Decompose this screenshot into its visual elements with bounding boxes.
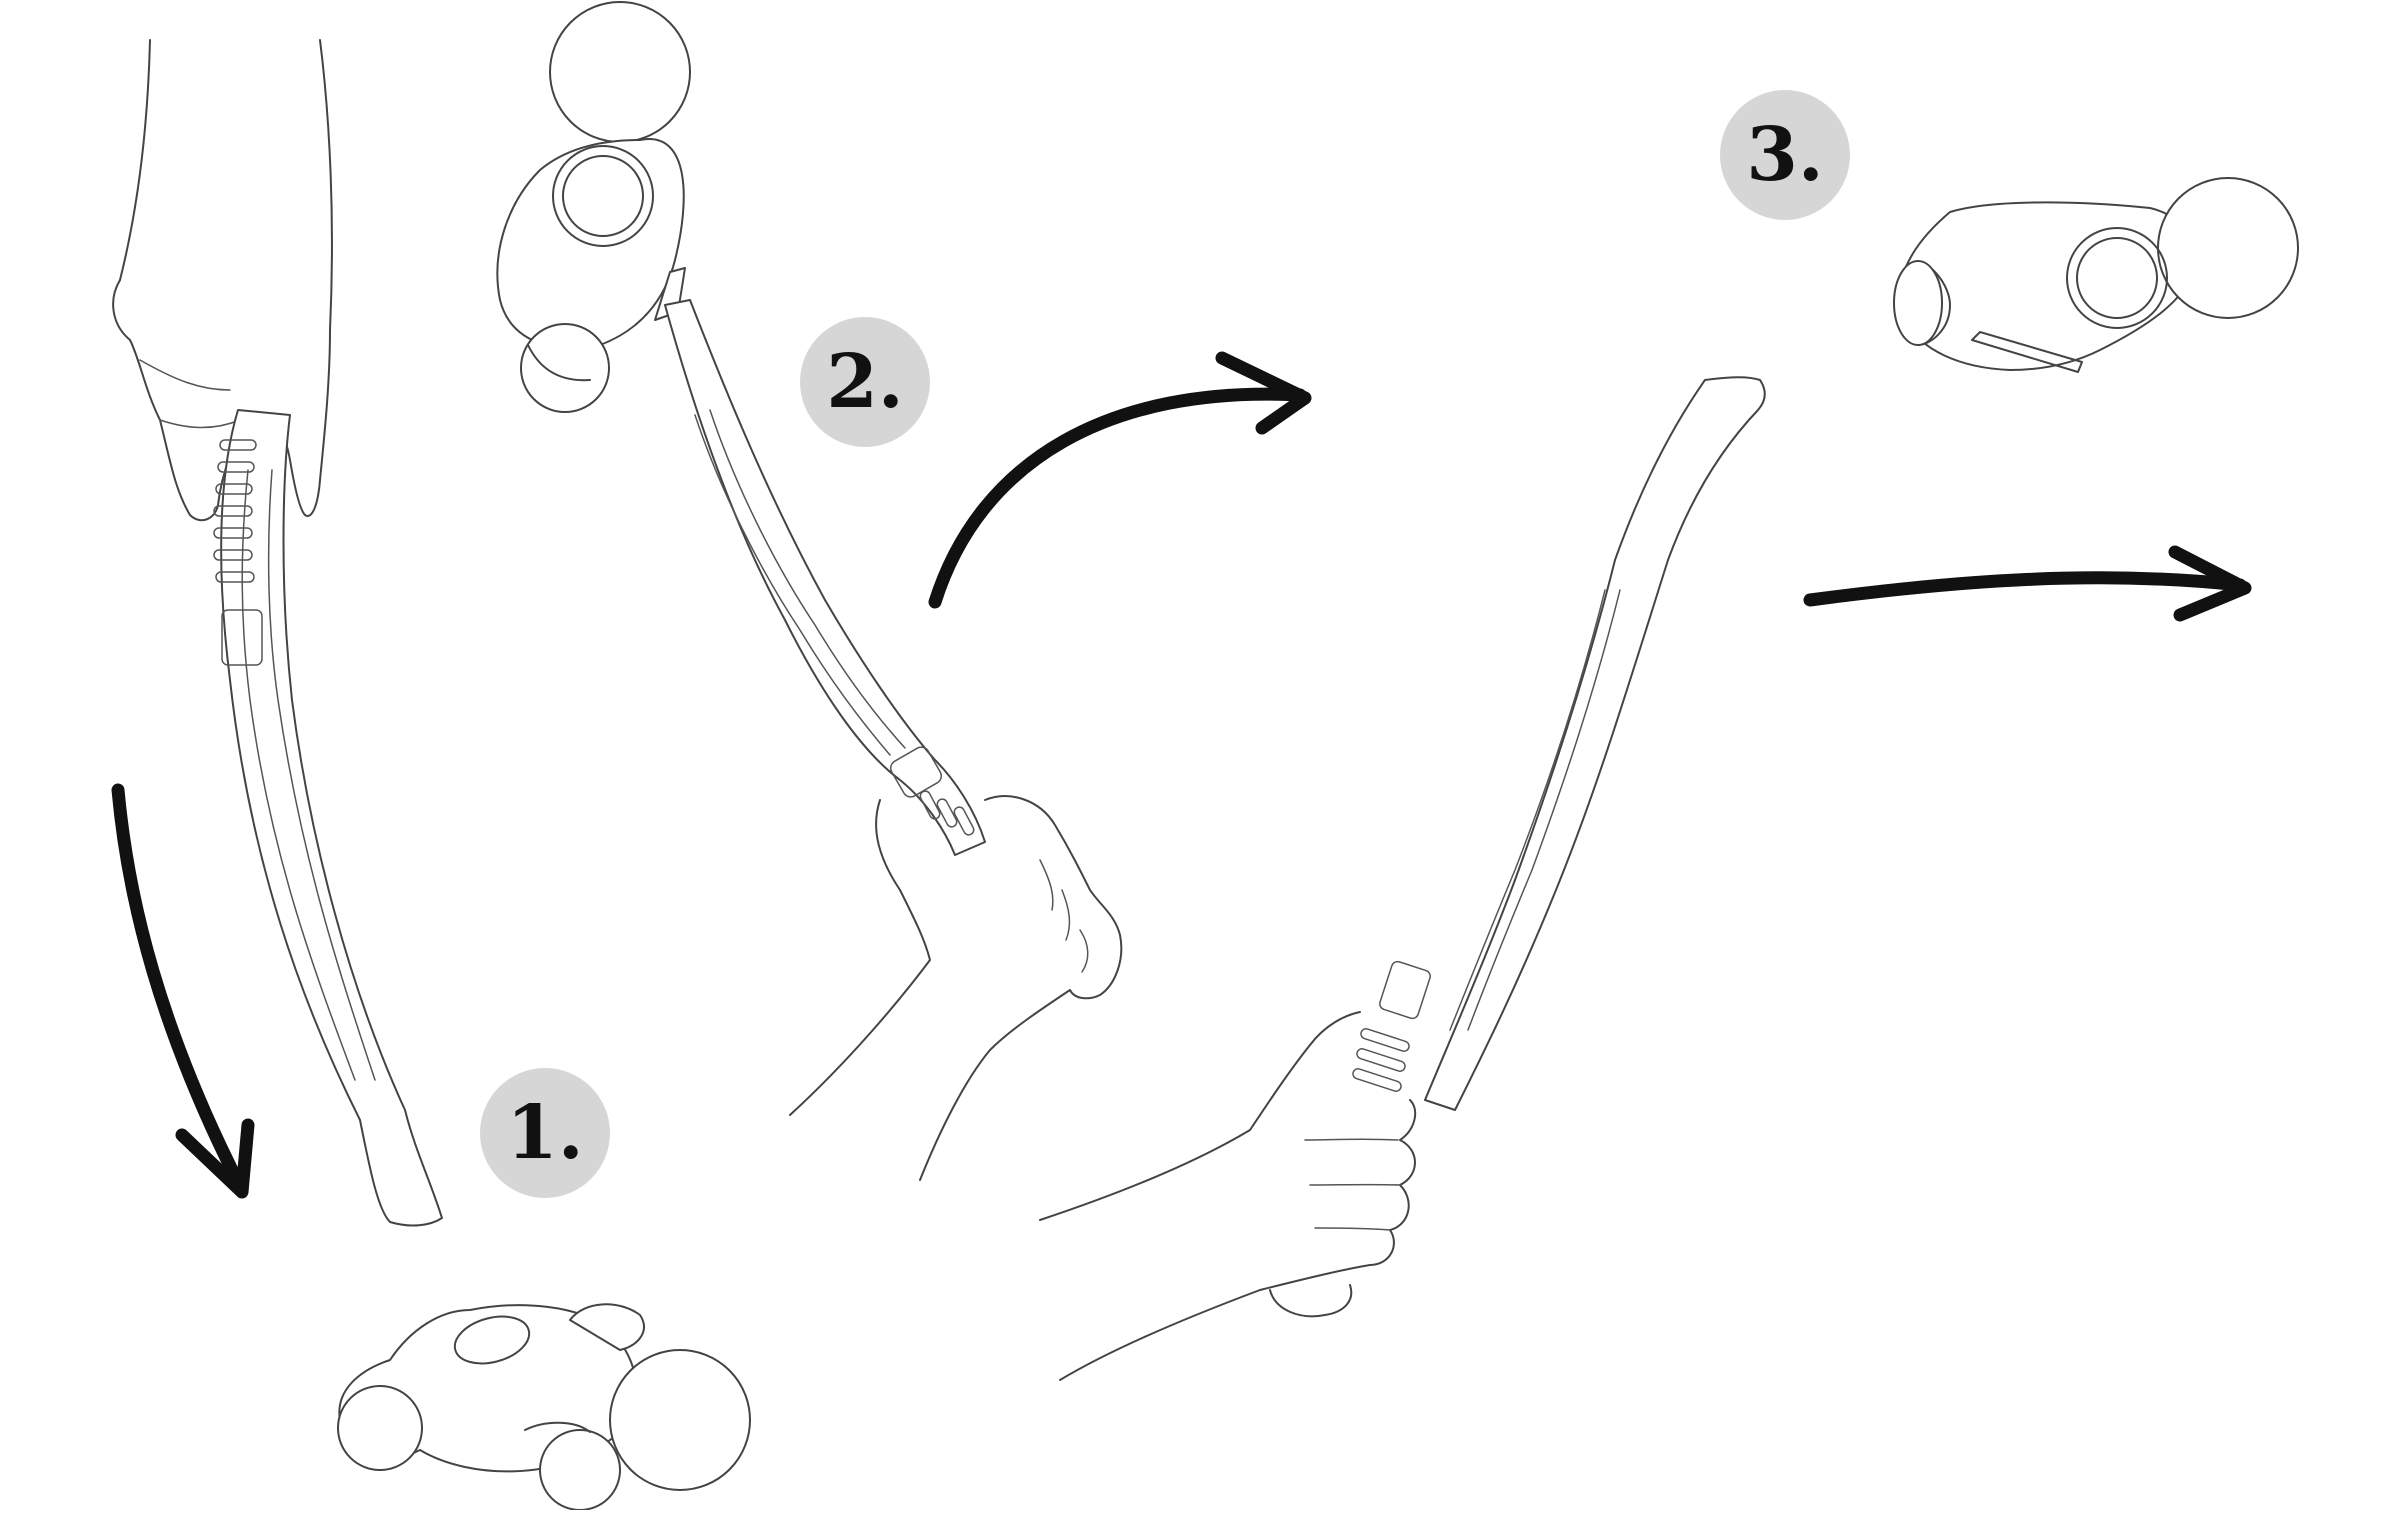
step-1-label: 1. xyxy=(506,1090,584,1176)
step-2-badge: 2. xyxy=(800,317,930,447)
step-2-arrow-icon xyxy=(928,387,1307,609)
step-3-stick-icon xyxy=(1352,376,1766,1111)
step-1-hand-icon xyxy=(112,39,333,522)
step-2-label: 2. xyxy=(826,339,904,425)
step-2-toy-ball-icon xyxy=(496,1,691,413)
step-1-badge: 1. xyxy=(480,1068,610,1198)
step-1-stick-icon xyxy=(213,409,443,1227)
step-1-arrowhead-icon xyxy=(175,1118,255,1199)
step-3-toy-ball-icon xyxy=(1893,177,2299,373)
step-3-arrowhead-icon xyxy=(2168,545,2252,622)
step-3-badge: 3. xyxy=(1720,90,1850,220)
step-3-label: 3. xyxy=(1746,112,1824,198)
step-2-stick-icon xyxy=(664,299,986,856)
step-1-arrow-icon xyxy=(111,783,249,1197)
step-2-arrowhead-icon xyxy=(1215,351,1312,435)
step-3-arrow-icon xyxy=(1803,571,2247,607)
step-3-hand-icon xyxy=(1039,1011,1417,1381)
step-2-hand-icon xyxy=(789,795,1123,1181)
step-1-toy-ball-icon xyxy=(337,1303,751,1511)
